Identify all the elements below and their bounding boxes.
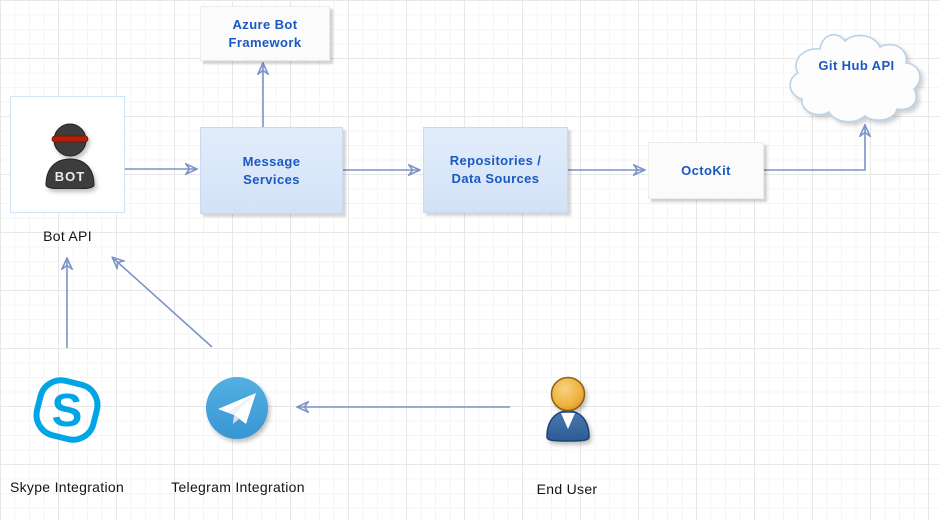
- cloud-shape: [789, 33, 921, 123]
- github-api-label: Git Hub API: [818, 58, 895, 73]
- end-user-caption: End User: [536, 481, 598, 497]
- telegram-caption: Telegram Integration: [171, 479, 305, 495]
- telegram-icon[interactable]: [204, 375, 270, 441]
- svg-text:S: S: [52, 384, 83, 436]
- bot-api-caption: Bot API: [43, 228, 92, 244]
- person-icon[interactable]: [540, 373, 596, 443]
- node-azure-line2: Framework: [228, 34, 302, 50]
- node-octokit[interactable]: OctoKit: [648, 142, 764, 199]
- node-repositories[interactable]: Repositories / Data Sources: [423, 127, 568, 213]
- edge-octokit-to-github[interactable]: [764, 126, 865, 171]
- bot-badge-text: BOT: [55, 169, 85, 184]
- node-octokit-label: OctoKit: [681, 162, 731, 178]
- node-azure-line1: Azure Bot: [232, 16, 298, 32]
- edge-telegram-to-botapi[interactable]: [113, 258, 213, 348]
- node-github-api[interactable]: Git Hub API: [783, 16, 930, 128]
- node-repositories-line1: Repositories /: [449, 153, 542, 168]
- skype-icon[interactable]: S: [30, 371, 104, 451]
- node-message-line1: Message: [242, 153, 301, 169]
- node-message-line2: Services: [243, 171, 300, 187]
- node-repositories-line2: Data Sources: [451, 171, 540, 186]
- skype-caption: Skype Integration: [9, 479, 125, 495]
- node-azure-bot-framework[interactable]: Azure Bot Framework: [200, 6, 330, 61]
- node-message-services[interactable]: Message Services: [200, 127, 343, 214]
- bot-avatar-icon: BOT: [45, 123, 95, 189]
- node-bot-api-frame[interactable]: BOT: [10, 96, 125, 213]
